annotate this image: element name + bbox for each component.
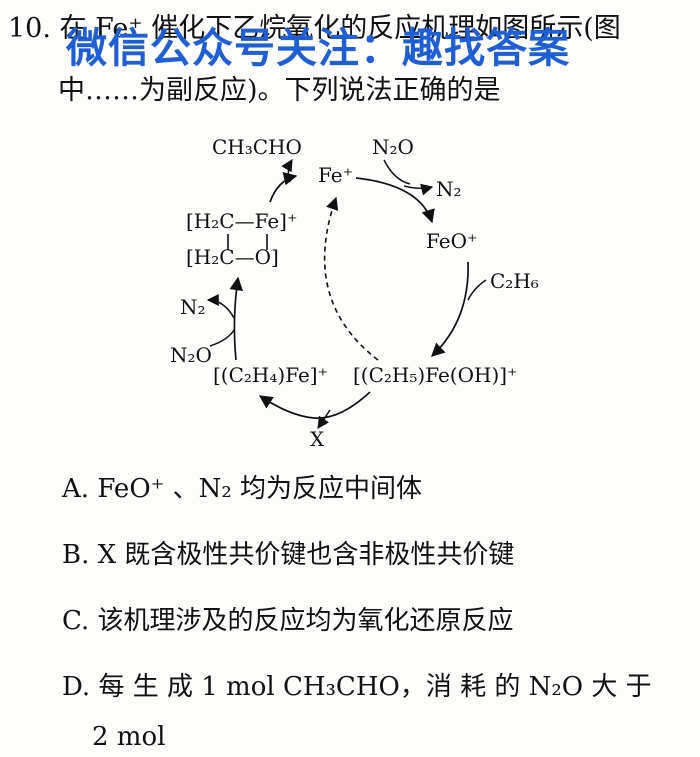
option-d-continuation: 2 mol: [92, 722, 166, 752]
question-stem-text: 在 Fe⁺ 催化下乙烷氧化的反应机理如图所示(图: [59, 13, 621, 44]
arrow-n2o-in-top: [383, 159, 411, 185]
metallacycle-complex: [H₂C—Fe]⁺ [H₂C—O]: [186, 209, 298, 269]
arrow-feo-to-c2h5feoh: [431, 261, 469, 357]
arrow-complex-to-fe: [269, 172, 298, 203]
x-product-label: X: [310, 427, 325, 451]
option-b-text: X 既含极性共价键也含非极性共价键: [97, 540, 515, 570]
arrow-c2h6-in: [467, 279, 487, 301]
reaction-mechanism-diagram: CH₃CHO Fe⁺ N₂O N₂ FeO⁺ C₂H₆ [(C₂H₅)Fe(OH…: [170, 135, 539, 451]
option-a-label: A.: [62, 474, 90, 504]
option-b[interactable]: B. X 既含极性共价键也含非极性共价键: [62, 534, 514, 571]
option-d-label: D.: [62, 672, 91, 702]
ch3cho-label: CH₃CHO: [212, 135, 302, 159]
c2h6-label: C₂H₆: [490, 269, 539, 293]
question-number: 10.: [8, 13, 51, 44]
n2-left-label: N₂: [180, 295, 206, 319]
option-c[interactable]: C. 该机理涉及的反应均为氧化还原反应: [62, 600, 514, 637]
n2-top-label: N₂: [436, 177, 462, 201]
n2o-left-label: N₂O: [170, 343, 212, 367]
arrow-side-reaction-dashed: [323, 196, 379, 361]
option-d-text: 每 生 成 1 mol CH₃CHO，消 耗 的 N₂O 大 于: [98, 672, 652, 702]
watermark-overlay: 微信公众号关注：趣找答案: [66, 24, 570, 72]
arrow-n2-out-top: [403, 183, 434, 196]
option-a-text: FeO⁺ 、N₂ 均为反应中间体: [97, 474, 423, 504]
arrow-n2o-in-left: [209, 329, 235, 347]
arrow-n2-out-left: [206, 294, 235, 319]
option-b-label: B.: [62, 540, 90, 570]
c2h4fe-label: [(C₂H₄)Fe]⁺: [213, 363, 328, 387]
question-stem-line1: 10. 在 Fe⁺ 催化下乙烷氧化的反应机理如图所示(图: [8, 6, 621, 45]
option-c-text: 该机理涉及的反应均为氧化还原反应: [97, 606, 514, 636]
option-c-label: C.: [62, 606, 90, 636]
complex-row-1: [H₂C—Fe]⁺: [186, 209, 298, 233]
arrow-c2h4fe-to-complex: [229, 276, 244, 361]
feo-plus-label: FeO⁺: [426, 229, 478, 253]
arrow-c2h5feoh-to-c2h4fe: [258, 391, 371, 419]
c2h5feoh-label: [(C₂H₅)Fe(OH)]⁺: [353, 363, 518, 387]
question-stem-line2: 中……为副反应)。下列说法正确的是: [58, 75, 501, 106]
option-a[interactable]: A. FeO⁺ 、N₂ 均为反应中间体: [62, 468, 422, 505]
arrow-fe-to-feo: [355, 177, 435, 224]
complex-row-2: [H₂C—O]: [186, 245, 279, 269]
n2o-top-label: N₂O: [372, 135, 414, 159]
arrow-ch3cho-out: [281, 158, 293, 183]
fe-plus-label: Fe⁺: [318, 163, 353, 187]
arrow-x-out: [317, 409, 331, 429]
option-d[interactable]: D. 每 生 成 1 mol CH₃CHO，消 耗 的 N₂O 大 于: [62, 666, 652, 703]
